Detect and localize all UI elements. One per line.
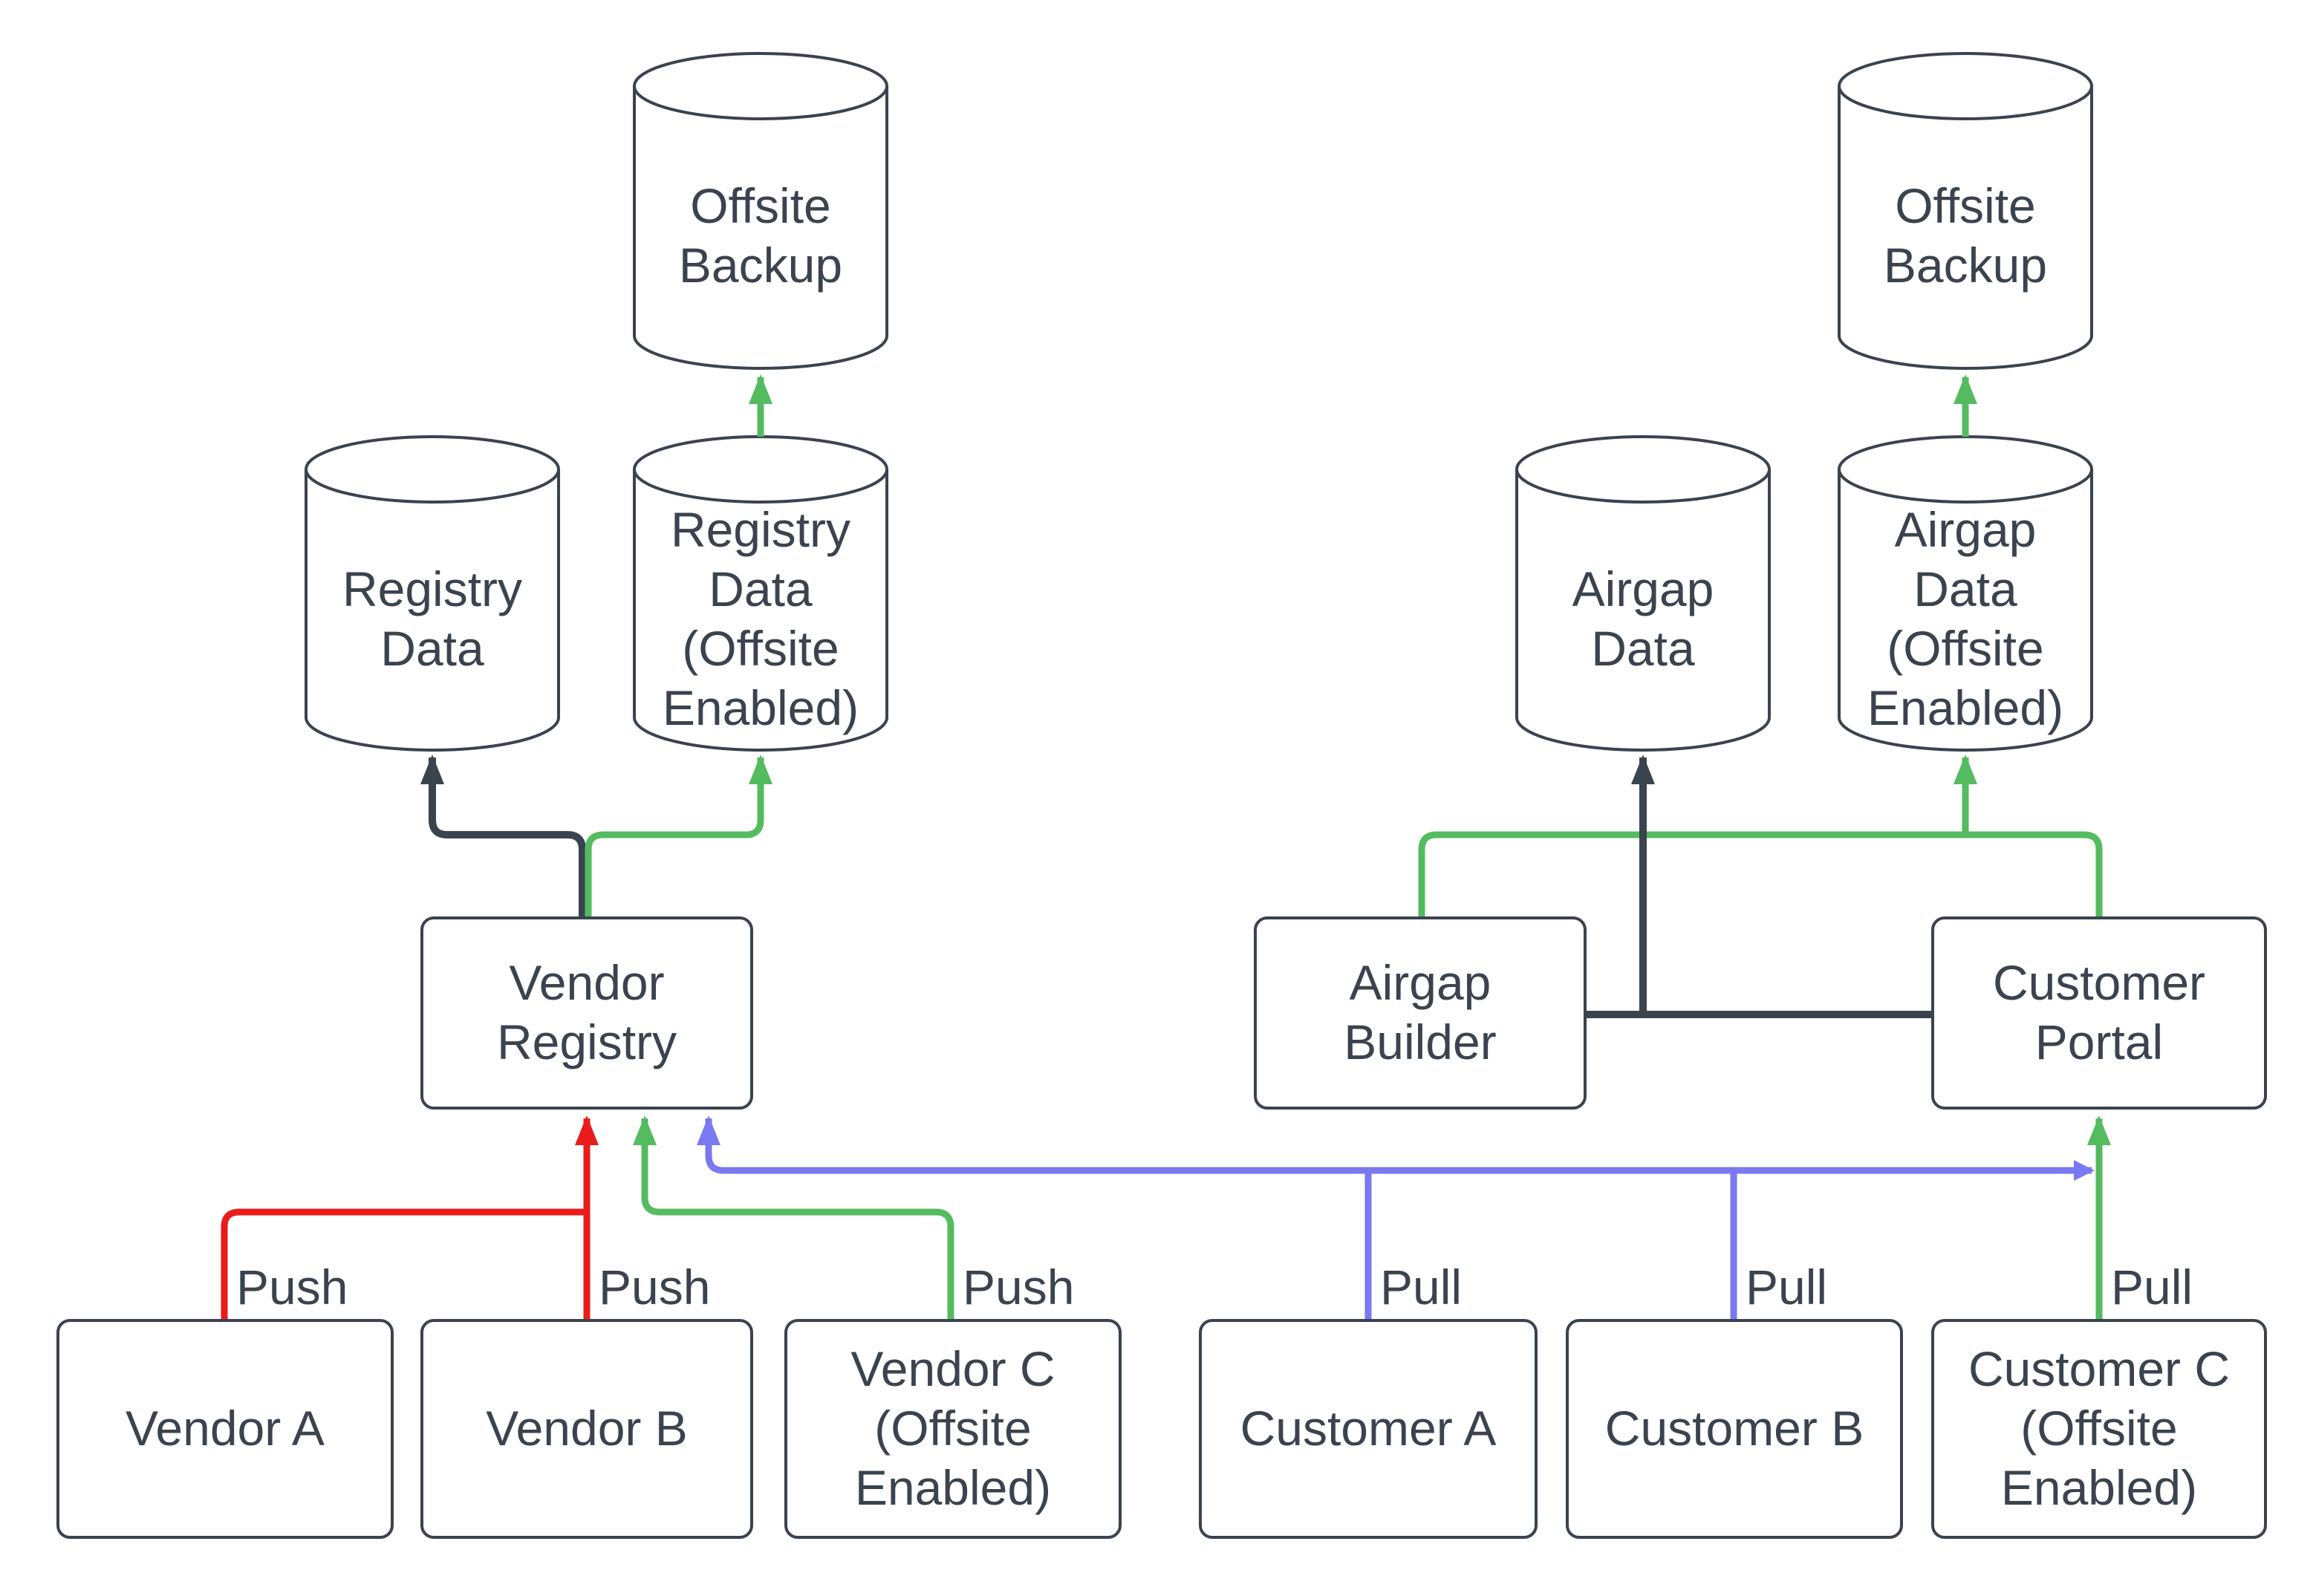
edge-label-pull-customer-b: Pull [1746,1260,1828,1315]
edge-vendor-registry-to-registry-data-offsite [585,755,772,916]
edge-label-pull-customer-c: Pull [2111,1260,2193,1315]
node-label-customer-portal: Customer Portal [1992,955,2206,1069]
edge-label-push-vendor-c: Push [963,1260,1075,1315]
edge-vendor-a-b-push [221,1118,587,1319]
edge-label-push-vendor-a: Push [236,1260,348,1315]
node-label-vendor-b: Vendor B [486,1401,688,1456]
cylinder-label-airgap-data: Airgap Data [1572,561,1714,676]
node-vendor-b: Vendor B [420,1319,753,1539]
node-label-vendor-a: Vendor A [126,1401,325,1456]
node-vendor-registry: Vendor Registry [420,916,753,1110]
node-customer-c: Customer C (Offsite Enabled) [1931,1319,2267,1539]
cylinder-label-offsite-backup-right: Offsite Backup [1883,178,2048,293]
edge-customer-a-b-pull [709,1118,2092,1319]
blue-edge-end-tip [2074,1160,2095,1181]
edge-label-pull-customer-a: Pull [1380,1260,1463,1315]
edge-label-push-vendor-b: Push [599,1260,711,1315]
cylinder-registry-data-offsite [633,435,888,752]
node-customer-b: Customer B [1566,1319,1903,1539]
node-label-vendor-registry: Vendor Registry [496,955,677,1069]
node-label-vendor-c: Vendor C (Offsite Enabled) [850,1341,1055,1515]
node-label-airgap-builder: Airgap Builder [1344,955,1497,1069]
node-customer-a: Customer A [1199,1319,1538,1539]
cylinder-airgap-data-offsite [1838,435,2093,752]
edge-customer-portal-to-airgap-builder [1418,831,2103,916]
edge-vendor-c-push [633,1115,954,1319]
node-vendor-a: Vendor A [56,1319,394,1539]
cylinder-offsite-backup-right [1838,52,2093,370]
edge-airgap-builder-portal-to-airgap-data [1587,758,1931,1018]
cylinder-offsite-backup-left [633,52,888,370]
node-label-customer-a: Customer A [1240,1401,1497,1456]
node-label-customer-c: Customer C (Offsite Enabled) [1968,1341,2231,1515]
node-customer-portal: Customer Portal [1931,916,2267,1110]
node-label-customer-b: Customer B [1604,1401,1864,1456]
cylinder-label-registry-data-offsite: Registry Data (Offsite Enabled) [662,502,859,735]
edge-vendor-registry-to-registry-data [420,755,586,916]
node-vendor-c: Vendor C (Offsite Enabled) [784,1319,1122,1539]
node-airgap-builder: Airgap Builder [1254,916,1587,1110]
cylinder-airgap-data [1515,435,1771,752]
cylinder-label-airgap-data-offsite: Airgap Data (Offsite Enabled) [1867,502,2064,735]
cylinder-label-offsite-backup-left: Offsite Backup [678,178,843,293]
cylinder-registry-data [305,435,560,752]
cylinder-label-registry-data: Registry Data [342,561,523,676]
